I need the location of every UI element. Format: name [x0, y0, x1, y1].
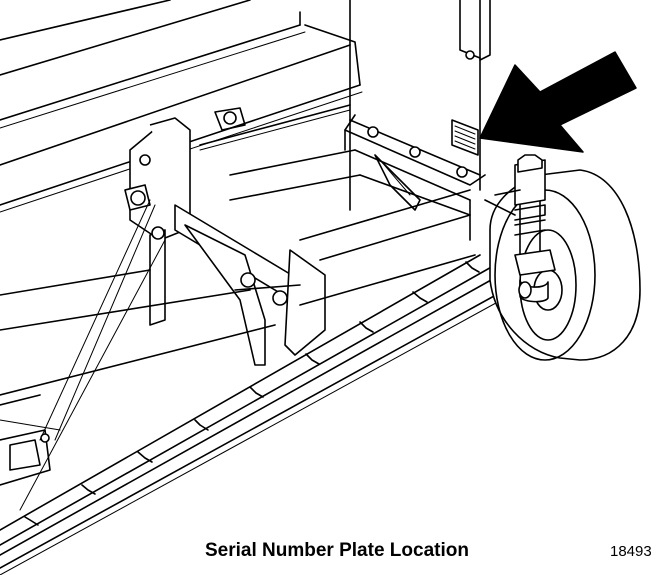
bracket-bolt: [223, 111, 237, 125]
pan-bolt: [456, 166, 468, 178]
serial-number-plate-icon: [451, 119, 479, 156]
pointer-arrow-icon: [479, 51, 637, 153]
arm-bolt: [240, 272, 256, 288]
front-guard-bar: [0, 254, 506, 575]
housing-bolt: [465, 50, 475, 60]
lift-cables: [0, 199, 166, 511]
arm-bolt: [272, 290, 288, 306]
pan-bolt: [409, 146, 421, 158]
inner-pan: [229, 114, 486, 261]
hitch-bolt: [151, 226, 165, 240]
gauge-wheel: [484, 154, 641, 361]
front-deck-frame: [0, 254, 476, 486]
pan-bolt: [367, 126, 379, 138]
figure-number: 18493: [610, 543, 652, 560]
hitch-arm-left: [124, 117, 326, 366]
top-bracket: [199, 104, 351, 151]
figure-caption: Serial Number Plate Location: [205, 540, 469, 561]
guard-tooth-group: [24, 261, 480, 526]
hitch-hole: [139, 154, 151, 166]
frame-bolt: [40, 433, 50, 443]
hitch-bolt: [130, 190, 146, 206]
